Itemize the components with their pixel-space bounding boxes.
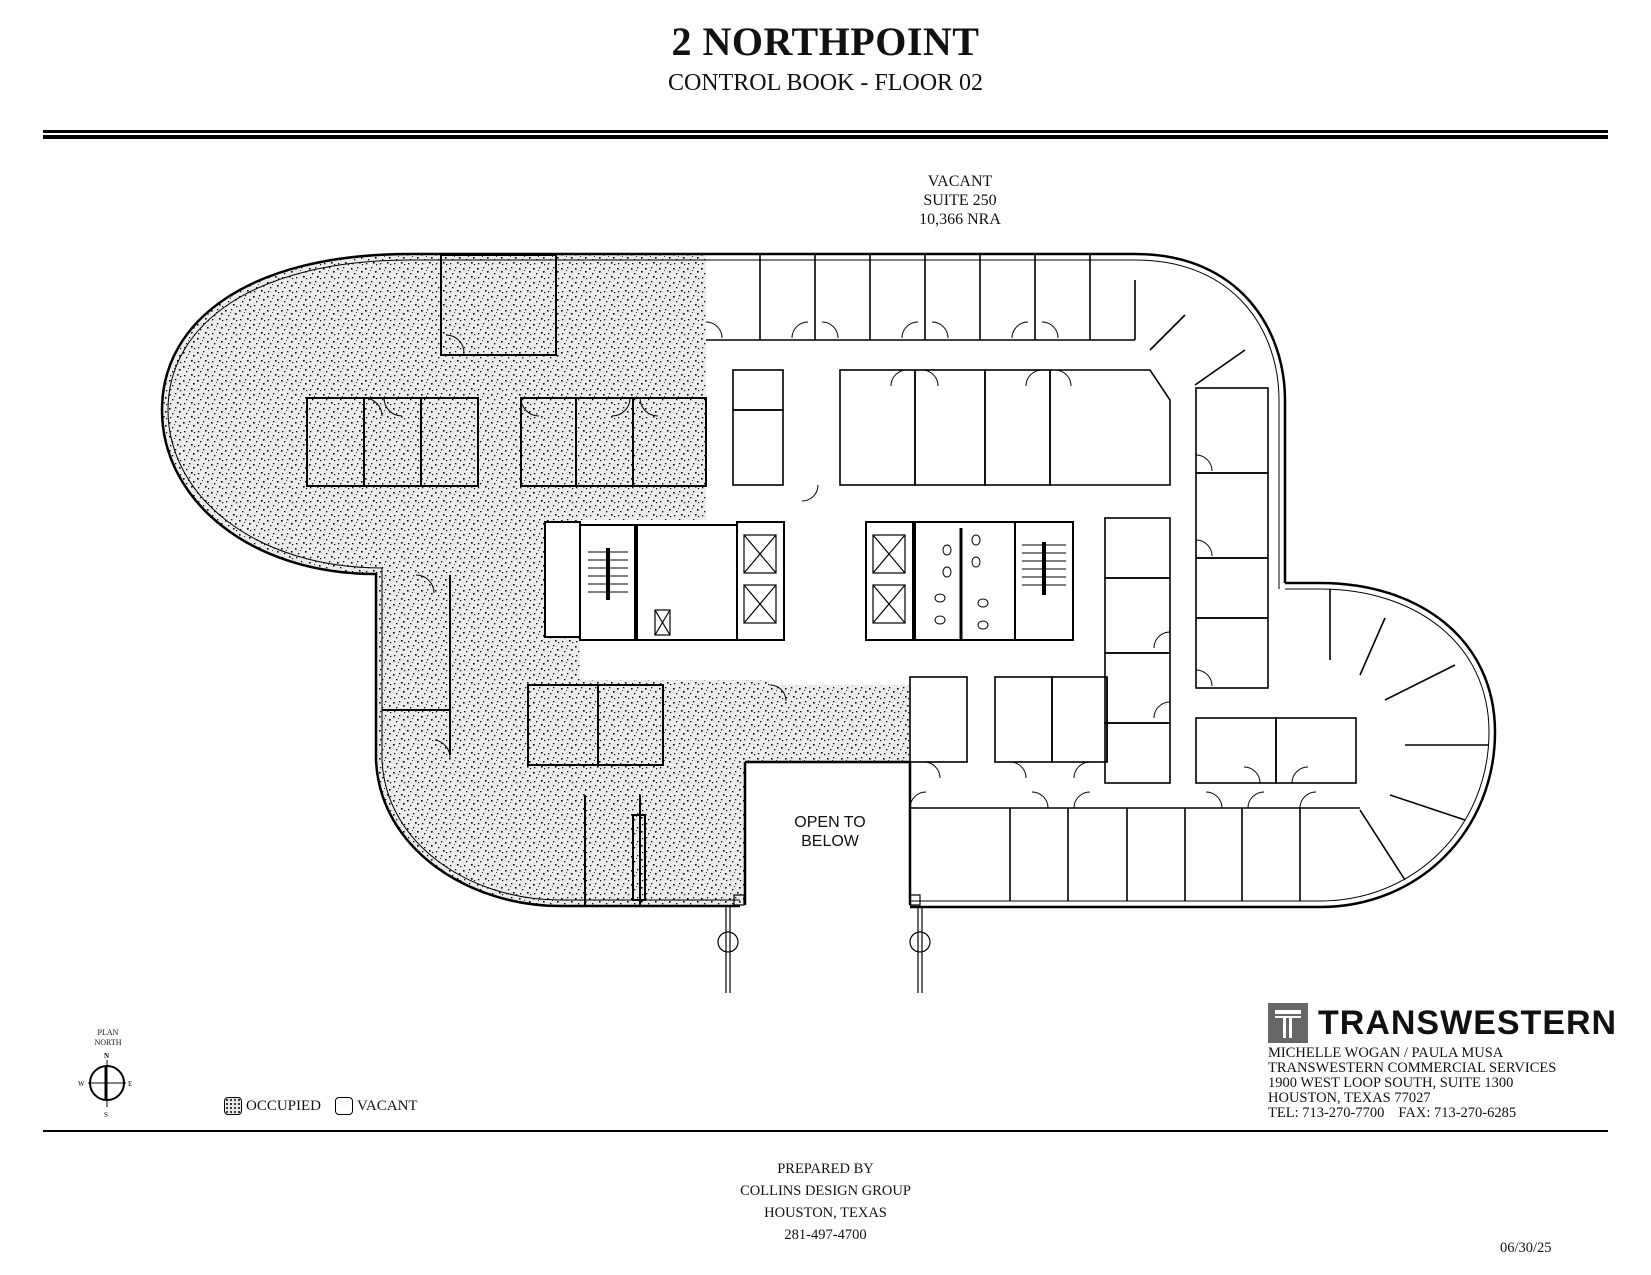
broker-contact: MICHELLE WOGAN / PAULA MUSA TRANSWESTERN…	[1268, 1046, 1556, 1121]
header-rule-thick	[43, 135, 1608, 139]
broker-address1: 1900 WEST LOOP SOUTH, SUITE 1300	[1268, 1075, 1514, 1091]
prepared-by-phone: 281-497-4700	[784, 1227, 867, 1243]
prepared-by-block: PREPARED BY COLLINS DESIGN GROUP HOUSTON…	[0, 1158, 1651, 1246]
vacant-door-swings	[705, 321, 1317, 809]
open-to-below-label: OPEN TO BELOW	[760, 813, 900, 851]
north-label: NORTH	[94, 1038, 122, 1047]
exterior-walls	[160, 252, 1497, 909]
legend-occupied: OCCUPIED	[246, 1097, 322, 1114]
restroom-fixtures	[934, 528, 989, 640]
broker-names: MICHELLE WOGAN / PAULA MUSA	[1268, 1045, 1504, 1061]
elevator-cabs	[654, 534, 906, 636]
entry-lines	[717, 894, 931, 993]
transwestern-t-icon	[1268, 1003, 1308, 1043]
occupied-swatch-icon	[224, 1097, 242, 1115]
compass-letters: N S E W	[78, 1052, 132, 1119]
page-title: 2 NORTHPOINT	[671, 19, 980, 64]
broker-address2: HOUSTON, TEXAS 77027	[1268, 1090, 1431, 1106]
occupied-area	[163, 255, 910, 905]
plan-north-label: PLAN NORTH	[78, 1028, 138, 1048]
legend: OCCUPIED VACANT	[224, 1097, 418, 1115]
open-below-line2: BELOW	[801, 833, 859, 850]
svg-text:N: N	[104, 1052, 109, 1060]
stair-treads	[588, 542, 1066, 600]
plan-label: PLAN	[97, 1028, 119, 1037]
prepared-by-company: COLLINS DESIGN GROUP	[740, 1183, 911, 1199]
svg-text:E: E	[128, 1080, 132, 1088]
suite-status: VACANT	[927, 173, 993, 190]
building-core	[544, 521, 1074, 641]
page-subtitle: CONTROL BOOK - FLOOR 02	[667, 70, 984, 96]
suite-label: VACANT SUITE 250 10,366 NRA	[860, 172, 1060, 229]
open-below-line1: OPEN TO	[794, 814, 866, 831]
legend-vacant: VACANT	[357, 1097, 418, 1114]
header-rule	[43, 130, 1608, 133]
logo-text: TRANSWESTERN	[1318, 1003, 1618, 1042]
open-to-below	[743, 760, 912, 905]
suite-area: 10,366 NRA	[919, 211, 1001, 228]
footer-rule	[43, 1130, 1608, 1132]
exterior-walls-inner	[167, 259, 1490, 902]
svg-text:W: W	[78, 1080, 85, 1088]
svg-text:S: S	[104, 1111, 108, 1119]
prepared-by-city: HOUSTON, TEXAS	[764, 1205, 887, 1221]
transwestern-logo: TRANSWESTERN	[1268, 1003, 1617, 1043]
document-date: 06/30/25	[1500, 1240, 1552, 1256]
door-swings	[363, 334, 659, 759]
broker-fax: FAX: 713-270-6285	[1398, 1105, 1517, 1121]
suite-name: SUITE 250	[923, 192, 997, 209]
north-arrow-icon	[88, 1060, 126, 1107]
broker-company: TRANSWESTERN COMMERCIAL SERVICES	[1268, 1060, 1557, 1076]
broker-tel: TEL: 713-270-7700	[1268, 1105, 1385, 1121]
prepared-by-label: PREPARED BY	[777, 1161, 874, 1177]
occupied-offices	[306, 254, 707, 905]
broker-phone-line: TEL: 713-270-7700 FAX: 713-270-6285	[1268, 1106, 1556, 1121]
vacant-swatch-icon	[335, 1097, 354, 1115]
vacant-offices	[706, 255, 1489, 901]
